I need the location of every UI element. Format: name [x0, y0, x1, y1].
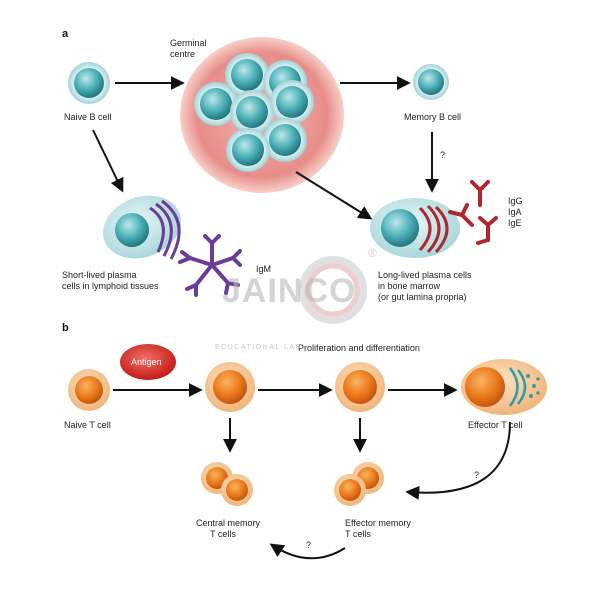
antigen [120, 344, 176, 380]
effector-memory-t-cells [334, 462, 384, 506]
naive-b-cell-label: Naive B cell [64, 112, 112, 122]
panel-a-letter: a [62, 28, 69, 40]
central-memory-t-cells [201, 462, 253, 506]
igm-pentamer [178, 234, 242, 297]
effector-memory-label-line1: Effector memory [345, 518, 411, 528]
panel-a-arrows [92, 76, 439, 220]
iga-label: IgA [508, 207, 522, 217]
watermark-subtitle: EDUCATIONAL LAB [215, 344, 302, 351]
naive-t-cell-label: Naive T cell [64, 420, 111, 430]
long-lived-label-line2: in bone marrow [378, 281, 441, 291]
class-switched-antibodies [448, 180, 498, 245]
germinal-centre [180, 37, 344, 193]
proliferation-label: Proliferation and differentiation [298, 343, 420, 353]
activated-t-cell-2 [335, 362, 385, 412]
panel-b-arrows [113, 383, 511, 560]
watermark [299, 256, 367, 324]
watermark-registered: ® [368, 246, 377, 260]
germinal-label-line2: centre [170, 49, 196, 59]
effector-t-cell-label: Effector T cell [468, 420, 523, 430]
igm-label: IgM [256, 264, 272, 274]
effector-memory-label-line2: T cells [345, 529, 371, 539]
short-lived-label-line1: Short-lived plasma [62, 270, 137, 280]
short-lived-label-line2: cells in lymphoid tissues [62, 281, 159, 291]
effector-to-memory-question: ? [474, 470, 480, 480]
short-lived-plasma-cell [103, 195, 181, 260]
antigen-label: Antigen [131, 357, 162, 367]
watermark-brand: JAINCO [222, 272, 357, 310]
memory-b-cell [413, 64, 449, 100]
germinal-b-cells [194, 53, 314, 172]
germinal-label-line1: Germinal [170, 38, 207, 48]
panel-b-letter: b [62, 322, 69, 334]
activated-t-cell-1 [205, 362, 255, 412]
memory-b-cell-label: Memory B cell [404, 112, 462, 122]
central-memory-label-line1: Central memory [196, 518, 261, 528]
memory-to-plasma-question: ? [440, 150, 446, 160]
igg-label: IgG [508, 196, 523, 206]
naive-t-cell [68, 369, 110, 411]
effector-t-cell [461, 359, 547, 415]
long-lived-plasma-cell [370, 198, 460, 258]
long-lived-label-line3: (or gut lamina propria) [378, 292, 467, 302]
naive-b-cell [68, 62, 110, 104]
long-lived-label-line1: Long-lived plasma cells [378, 270, 472, 280]
ige-label: IgE [508, 218, 522, 228]
central-memory-label-line2: T cells [210, 529, 236, 539]
memory-conversion-question: ? [306, 540, 312, 550]
